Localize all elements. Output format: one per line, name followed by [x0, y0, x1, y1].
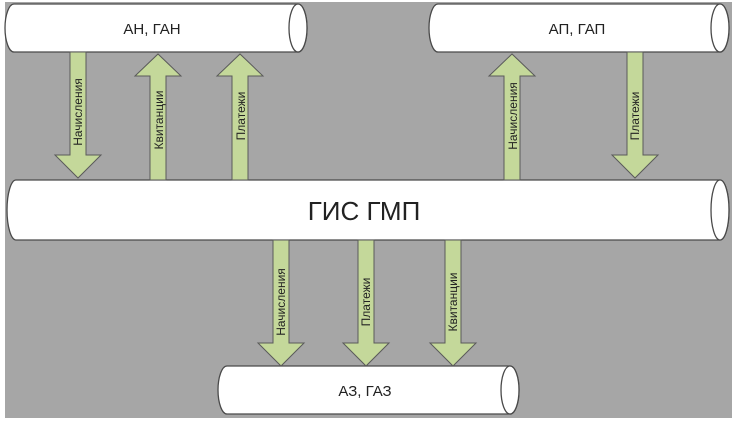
node-az-gaz-label: АЗ, ГАЗ: [338, 383, 391, 400]
node-gis-gmp-label: ГИС ГМП: [308, 196, 421, 226]
arrow-ap-platezhi-label: Платежи: [628, 92, 642, 141]
node-ap-gap: АП, ГАП: [428, 3, 730, 53]
arrow-an-nachisleniya-label: Начисления: [71, 78, 85, 146]
node-ap-gap-label: АП, ГАП: [549, 21, 606, 38]
node-gis-gmp: ГИС ГМП: [6, 179, 730, 241]
arrow-az-kvitantsii-label: Квитанции: [446, 272, 460, 331]
arrow-ap-platezhi: Платежи: [610, 51, 660, 179]
arrow-az-kvitantsii: Квитанции: [428, 239, 478, 367]
node-an-gan-label: АН, ГАН: [123, 21, 180, 38]
arrow-an-kvitantsii-label: Квитанции: [152, 90, 166, 149]
arrow-az-nachisleniya: Начисления: [256, 239, 306, 367]
arrow-ap-nachisleniya: Начисления: [487, 53, 537, 181]
arrow-az-nachisleniya-label: Начисления: [274, 268, 288, 336]
arrow-ap-nachisleniya-label: Начисления: [506, 82, 520, 150]
arrow-an-platezhi-label: Платежи: [234, 92, 248, 141]
arrow-az-platezhi-label: Платежи: [359, 278, 373, 327]
node-an-gan: АН, ГАН: [4, 3, 308, 53]
node-az-gaz: АЗ, ГАЗ: [217, 365, 520, 415]
arrow-an-nachisleniya: Начисления: [53, 51, 103, 179]
arrow-az-platezhi: Платежи: [341, 239, 391, 367]
arrow-an-platezhi: Платежи: [215, 53, 265, 181]
arrow-an-kvitantsii: Квитанции: [133, 53, 183, 181]
